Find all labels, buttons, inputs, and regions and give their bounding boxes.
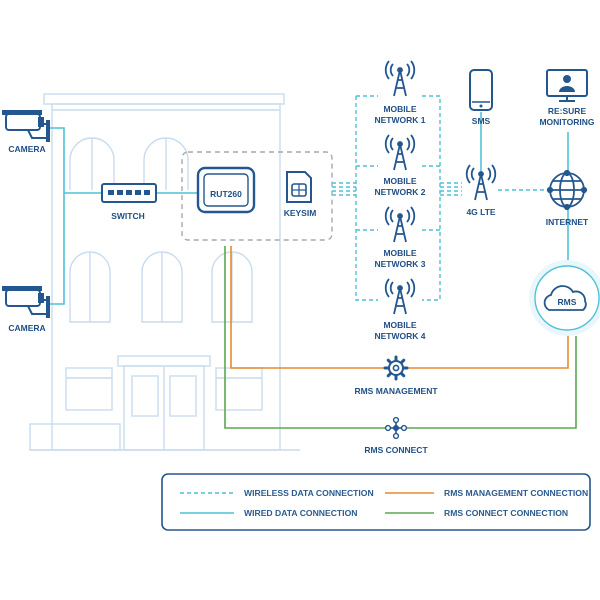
building	[29, 93, 300, 451]
monitoring-label-line1: RE:SURE	[548, 106, 587, 116]
mobile-network-1-line1: MOBILE	[383, 104, 416, 114]
wireless-mobile-left-bus	[355, 96, 378, 301]
network-hub-icon	[384, 416, 408, 440]
sms-label: SMS	[472, 116, 491, 126]
wired-connections	[48, 112, 569, 305]
sim-card-icon	[286, 171, 312, 203]
wired-camera-top-to-switch	[48, 127, 102, 194]
legend-rms-management-label: RMS MANAGEMENT CONNECTION	[444, 488, 588, 498]
mobile-network-2-line1: MOBILE	[383, 176, 416, 186]
wired-camera-bottom-to-switch	[48, 193, 65, 305]
camera-icon	[2, 110, 50, 142]
mobile-network-3-line2: NETWORK 3	[375, 259, 426, 269]
monitoring-icon	[546, 69, 588, 102]
keysim-label: KEYSIM	[284, 208, 317, 218]
router-label: RUT260	[210, 189, 242, 199]
rms-management-label: RMS MANAGEMENT	[354, 386, 438, 396]
rms-label: RMS	[558, 297, 577, 307]
mobile-network-3-line1: MOBILE	[383, 248, 416, 258]
cell-tower-icon	[384, 278, 416, 315]
cell-tower-icon	[384, 206, 416, 243]
camera-top-label: CAMERA	[8, 144, 45, 154]
switch-label: SWITCH	[111, 211, 145, 221]
legend-wireless-label: WIRELESS DATA CONNECTION	[244, 488, 374, 498]
mobile-network-1-line2: NETWORK 1	[375, 115, 426, 125]
mobile-network-4-line1: MOBILE	[383, 320, 416, 330]
legend-wired-label: WIRED DATA CONNECTION	[244, 508, 357, 518]
smartphone-icon	[469, 69, 493, 111]
monitoring-label-line2: MONITORING	[539, 117, 594, 127]
gear-icon	[383, 355, 409, 381]
router-icon	[196, 166, 256, 214]
mobile-network-2-line2: NETWORK 2	[375, 187, 426, 197]
rms-connect-label: RMS CONNECT	[364, 445, 428, 455]
camera-icon	[2, 286, 50, 318]
legend: WIRELESS DATA CONNECTION WIRED DATA CONN…	[161, 473, 591, 531]
router-enclosure	[181, 151, 333, 241]
legend-rms-connect-label: RMS CONNECT CONNECTION	[444, 508, 568, 518]
wireless-mobile-right-bus	[422, 95, 441, 301]
rms-cloud-icon	[529, 260, 600, 336]
camera-bottom-label: CAMERA	[8, 323, 45, 333]
mobile-network-4-line2: NETWORK 4	[375, 331, 426, 341]
cell-tower-icon	[384, 60, 416, 97]
internet-label: INTERNET	[546, 217, 589, 227]
wireless-connections	[181, 95, 548, 301]
cell-tower-icon	[384, 134, 416, 171]
lte-label: 4G LTE	[466, 207, 495, 217]
cell-tower-icon	[465, 164, 497, 201]
globe-icon	[546, 169, 588, 211]
switch-icon	[101, 183, 157, 203]
